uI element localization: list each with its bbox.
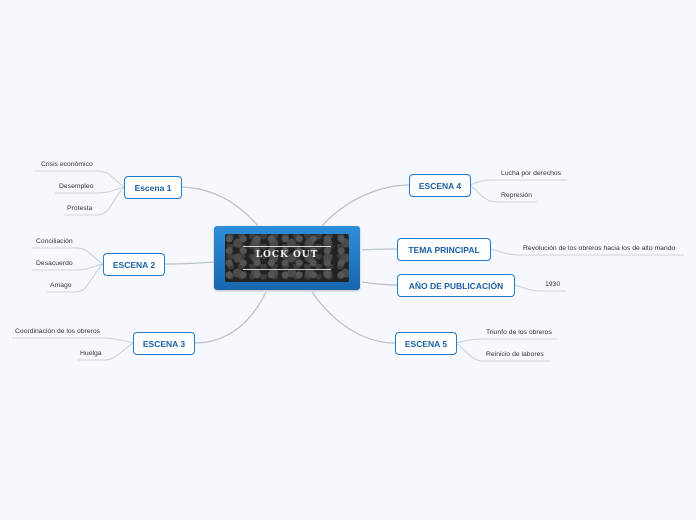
link-tema-l1 (489, 248, 520, 256)
link-escena3 (194, 291, 267, 344)
central-image: LOCK OUT (225, 234, 349, 282)
link-e1-l2 (96, 186, 125, 194)
decorative-line (243, 269, 331, 270)
link-escena5 (311, 291, 396, 344)
link-e4-l1 (469, 179, 498, 186)
leaf-desempleo[interactable]: Desempleo (59, 183, 94, 190)
node-escena-5[interactable]: ESCENA 5 (395, 332, 457, 355)
link-escena2 (164, 261, 215, 265)
leaf-lucha-derechos[interactable]: Lucha por derechos (501, 170, 562, 177)
node-escena-1[interactable]: Escena 1 (124, 176, 182, 199)
leaf-crisis-economico[interactable]: Crisis económico (41, 161, 93, 168)
link-escena4 (321, 184, 410, 227)
link-e2-l3 (75, 263, 104, 293)
leaf-reinicio-labores[interactable]: Reinicio de labores (486, 351, 544, 358)
leaf-1930[interactable]: 1930 (545, 281, 561, 288)
link-anio-l1 (513, 284, 541, 292)
leaf-coordinacion[interactable]: Coordinación de los obreros (15, 328, 101, 335)
node-escena-2[interactable]: ESCENA 2 (103, 253, 165, 276)
leaf-protesta[interactable]: Protesta (67, 205, 93, 212)
link-e2-l1 (75, 247, 104, 265)
leaf-amago[interactable]: Amago (50, 282, 72, 289)
leaf-desacuerdo[interactable]: Desacuerdo (36, 260, 73, 267)
link-anio (361, 281, 398, 286)
leaf-represion[interactable]: Represión (501, 192, 532, 199)
node-ano-publicacion[interactable]: AÑO DE PUBLICACIÓN (397, 274, 515, 297)
link-e3-l1 (104, 337, 134, 344)
node-escena-3[interactable]: ESCENA 3 (133, 332, 195, 355)
leaf-huelga[interactable]: Huelga (80, 350, 102, 357)
link-tema (361, 248, 398, 251)
link-e1-l1 (96, 170, 125, 188)
link-e2-l2 (75, 263, 104, 271)
link-e5-l2 (455, 342, 484, 362)
link-e4-l2 (469, 184, 498, 203)
leaf-triunfo-obreros[interactable]: Triunfo de los obreros (486, 329, 552, 336)
leaf-conciliacion[interactable]: Conciliación (36, 238, 73, 245)
central-title: LOCK OUT (255, 250, 319, 260)
link-e3-l2 (104, 342, 134, 361)
node-tema-principal[interactable]: TEMA PRINCIPAL (397, 238, 491, 261)
link-escena1 (180, 186, 259, 227)
decorative-line (243, 246, 331, 247)
link-e1-l3 (96, 186, 125, 216)
leaf-revolucion-obreros[interactable]: Revolución de los obreros hacia los de a… (523, 245, 676, 252)
link-e5-l1 (455, 338, 484, 344)
node-escena-4[interactable]: ESCENA 4 (409, 174, 471, 197)
central-topic[interactable]: LOCK OUT (214, 226, 360, 290)
